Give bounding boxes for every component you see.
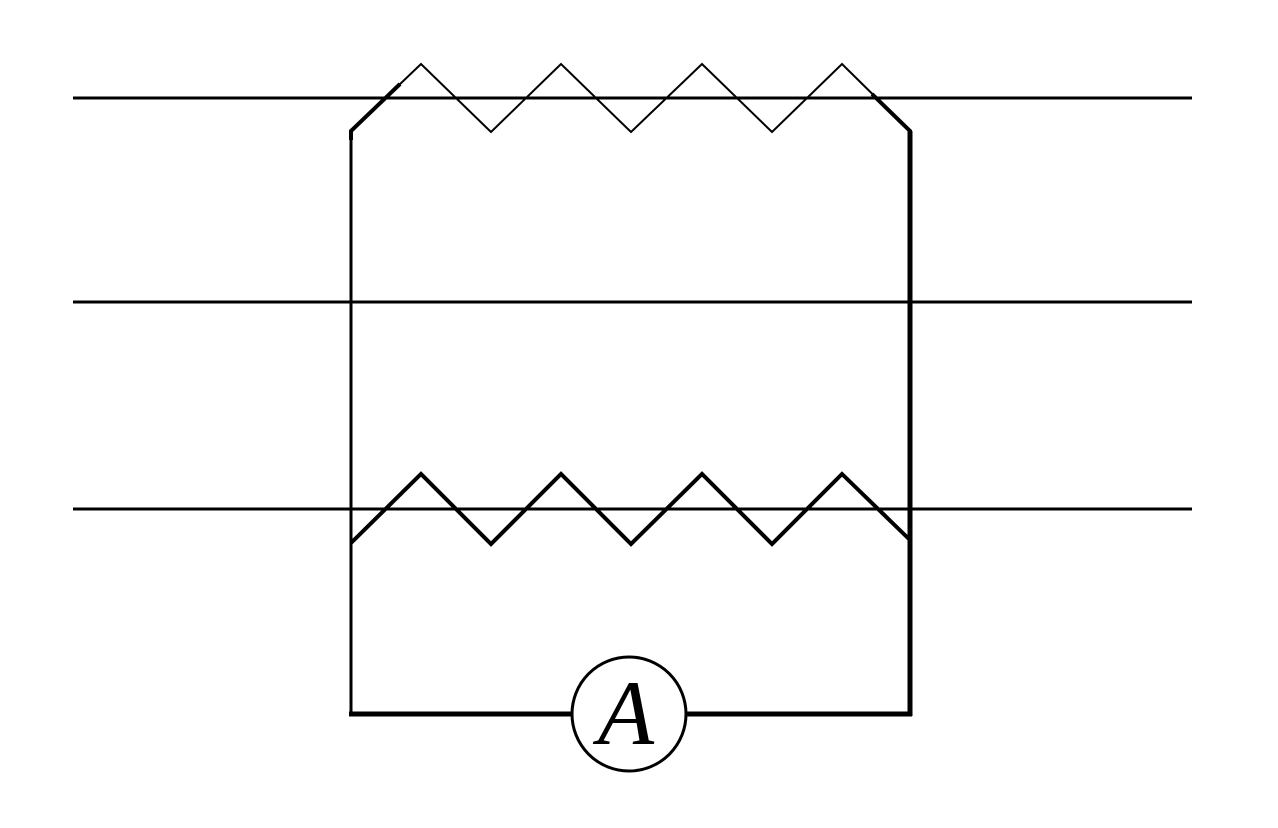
resistor-top bbox=[350, 62, 911, 134]
resistor-bottom bbox=[349, 471, 912, 547]
ammeter-icon bbox=[570, 655, 688, 773]
resistor-top-right-lead bbox=[870, 92, 912, 140]
ammeter-label: A bbox=[592, 662, 655, 764]
resistor-top-left-lead bbox=[349, 82, 402, 140]
